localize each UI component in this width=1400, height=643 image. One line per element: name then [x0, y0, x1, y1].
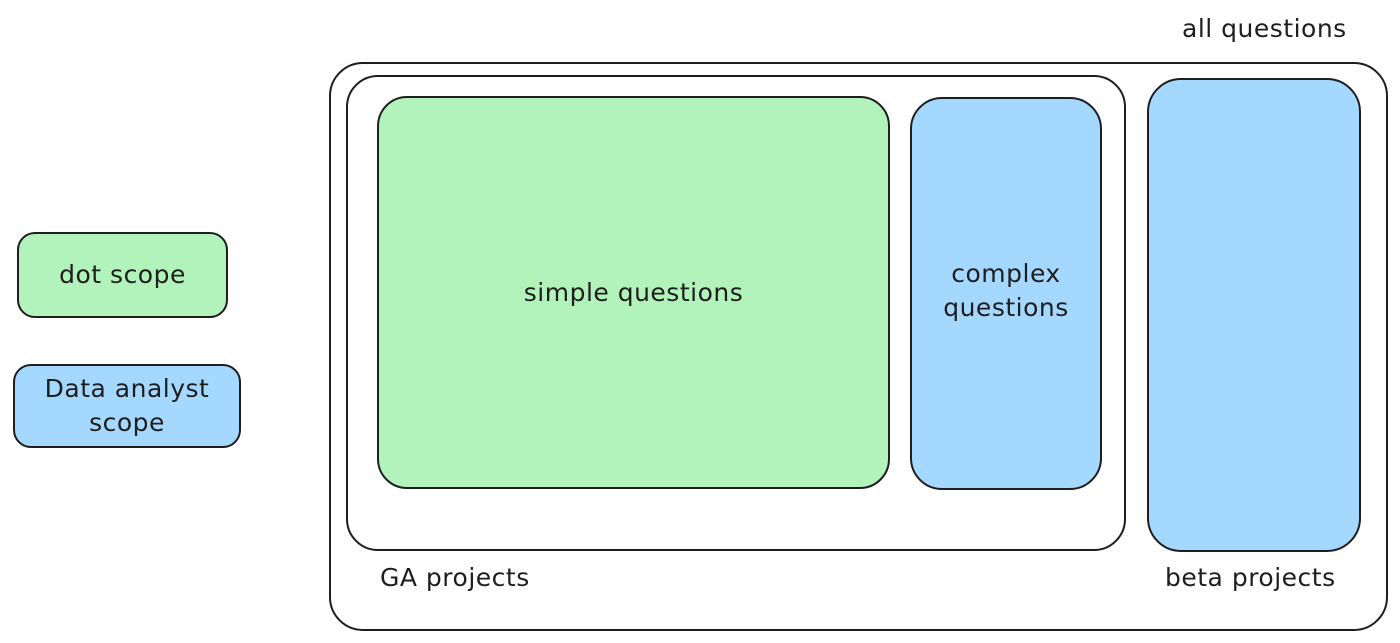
simple-questions-box: simple questions: [377, 96, 890, 489]
legend-dot-scope-label: dot scope: [59, 260, 186, 289]
beta-projects-label: beta projects: [1165, 563, 1336, 592]
legend-data-analyst-scope-box: Data analyst scope: [13, 364, 241, 448]
complex-questions-label-line2: questions: [943, 293, 1069, 322]
all-questions-label: all questions: [1182, 14, 1347, 43]
ga-projects-label: GA projects: [380, 563, 530, 592]
complex-questions-box: complex questions: [910, 97, 1102, 490]
legend-data-analyst-label-line2: scope: [89, 408, 165, 437]
complex-questions-label-line1: complex: [951, 259, 1061, 288]
simple-questions-label: simple questions: [523, 277, 744, 307]
complex-questions-label-group: complex questions: [912, 257, 1100, 325]
legend-dot-scope-box: dot scope: [17, 232, 228, 318]
legend-data-analyst-label-line1: Data analyst: [44, 374, 210, 403]
beta-projects-box: [1147, 78, 1361, 552]
